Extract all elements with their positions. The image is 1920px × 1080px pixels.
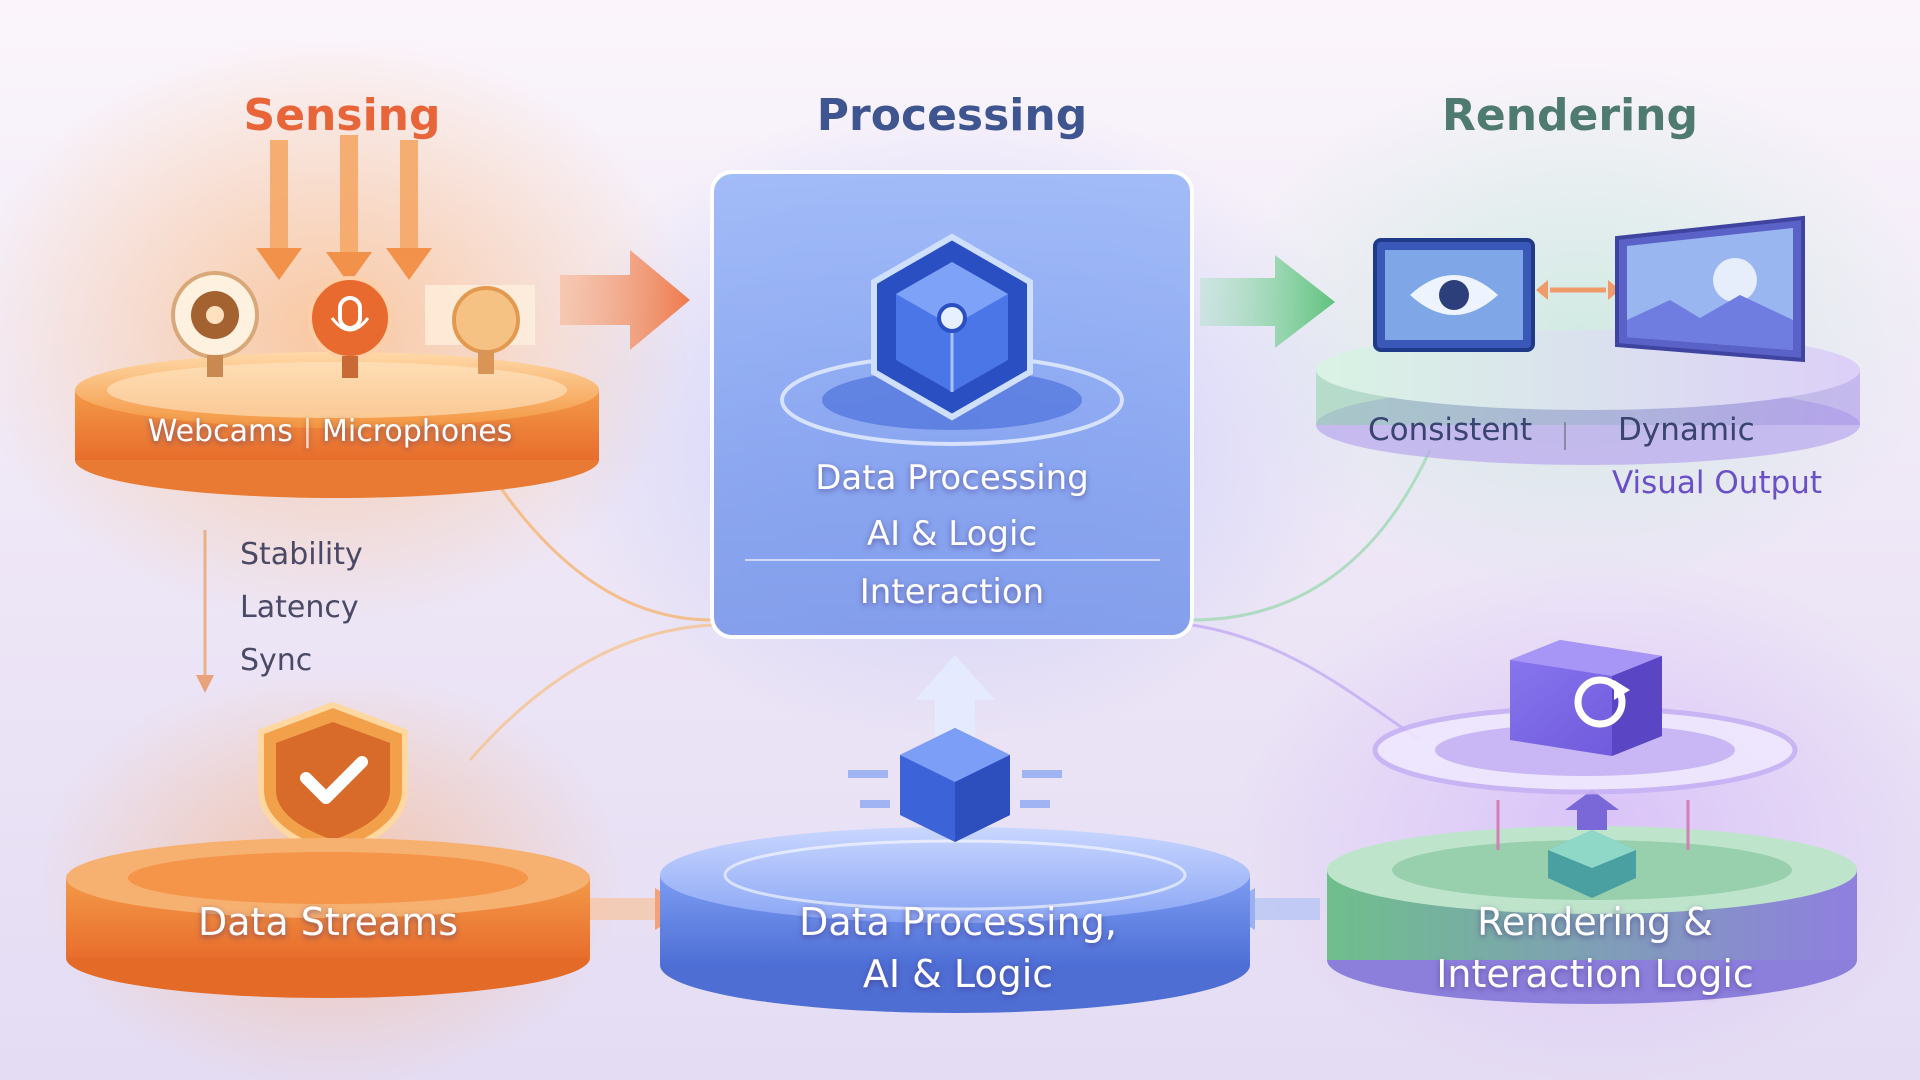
processing-platform: [660, 827, 1250, 1013]
data-streams-platform: [66, 838, 590, 998]
panel-line-data-processing: Data Processing: [815, 458, 1089, 498]
rendering-interaction-platform: [1327, 790, 1857, 1004]
webcams-label: Webcams: [147, 414, 293, 449]
processing-platform-line1: Data Processing,: [799, 900, 1117, 944]
rendering-platform-line1: Rendering &: [1477, 900, 1713, 944]
metric-latency: Latency: [240, 590, 359, 625]
input-arrows: [256, 135, 432, 284]
webcam-icon: [171, 271, 259, 377]
panel-line-interaction: Interaction: [859, 572, 1045, 612]
metric-sync: Sync: [240, 643, 313, 678]
arrow-sensing-to-processing: [560, 250, 690, 350]
curve-panel-to-render: [1191, 449, 1432, 622]
dynamic-label: Dynamic: [1618, 412, 1755, 448]
microphone-icon: [308, 276, 392, 378]
rendering-platform-line2: Interaction Logic: [1436, 952, 1754, 996]
shield-check-icon: [258, 701, 408, 859]
arrow-processing-to-rendering: [1200, 255, 1335, 348]
bidirectional-arrow-icon: [1536, 280, 1620, 300]
eye-icon: [1373, 238, 1535, 352]
panel-line-ai-logic: AI & Logic: [866, 514, 1038, 554]
sensing-title: Sensing: [243, 90, 441, 141]
rendering-title: Rendering: [1442, 90, 1698, 141]
processing-title: Processing: [816, 90, 1088, 141]
display-icon: [1615, 215, 1805, 363]
metric-stability: Stability: [240, 537, 363, 572]
upload-cube-icon: [848, 655, 1062, 842]
visual-output-label: Visual Output: [1612, 465, 1823, 501]
curve-panel-to-render-bottom: [1191, 623, 1421, 742]
microphone-stand-icon: [425, 285, 535, 374]
sensing-platform-label: Webcams | Microphones: [148, 414, 513, 449]
microphones-label: Microphones: [322, 414, 513, 449]
data-streams-label: Data Streams: [197, 900, 459, 944]
label-divider: |: [302, 414, 323, 449]
sensing-platform: [75, 352, 599, 498]
processing-platform-line2: AI & Logic: [862, 952, 1054, 996]
curve-streams-to-panel: [468, 623, 713, 761]
refresh-icon: [1372, 640, 1798, 795]
consistent-label: Consistent: [1368, 412, 1533, 448]
sensing-down-arrow: [196, 530, 214, 693]
cube-icon: [871, 233, 1033, 421]
